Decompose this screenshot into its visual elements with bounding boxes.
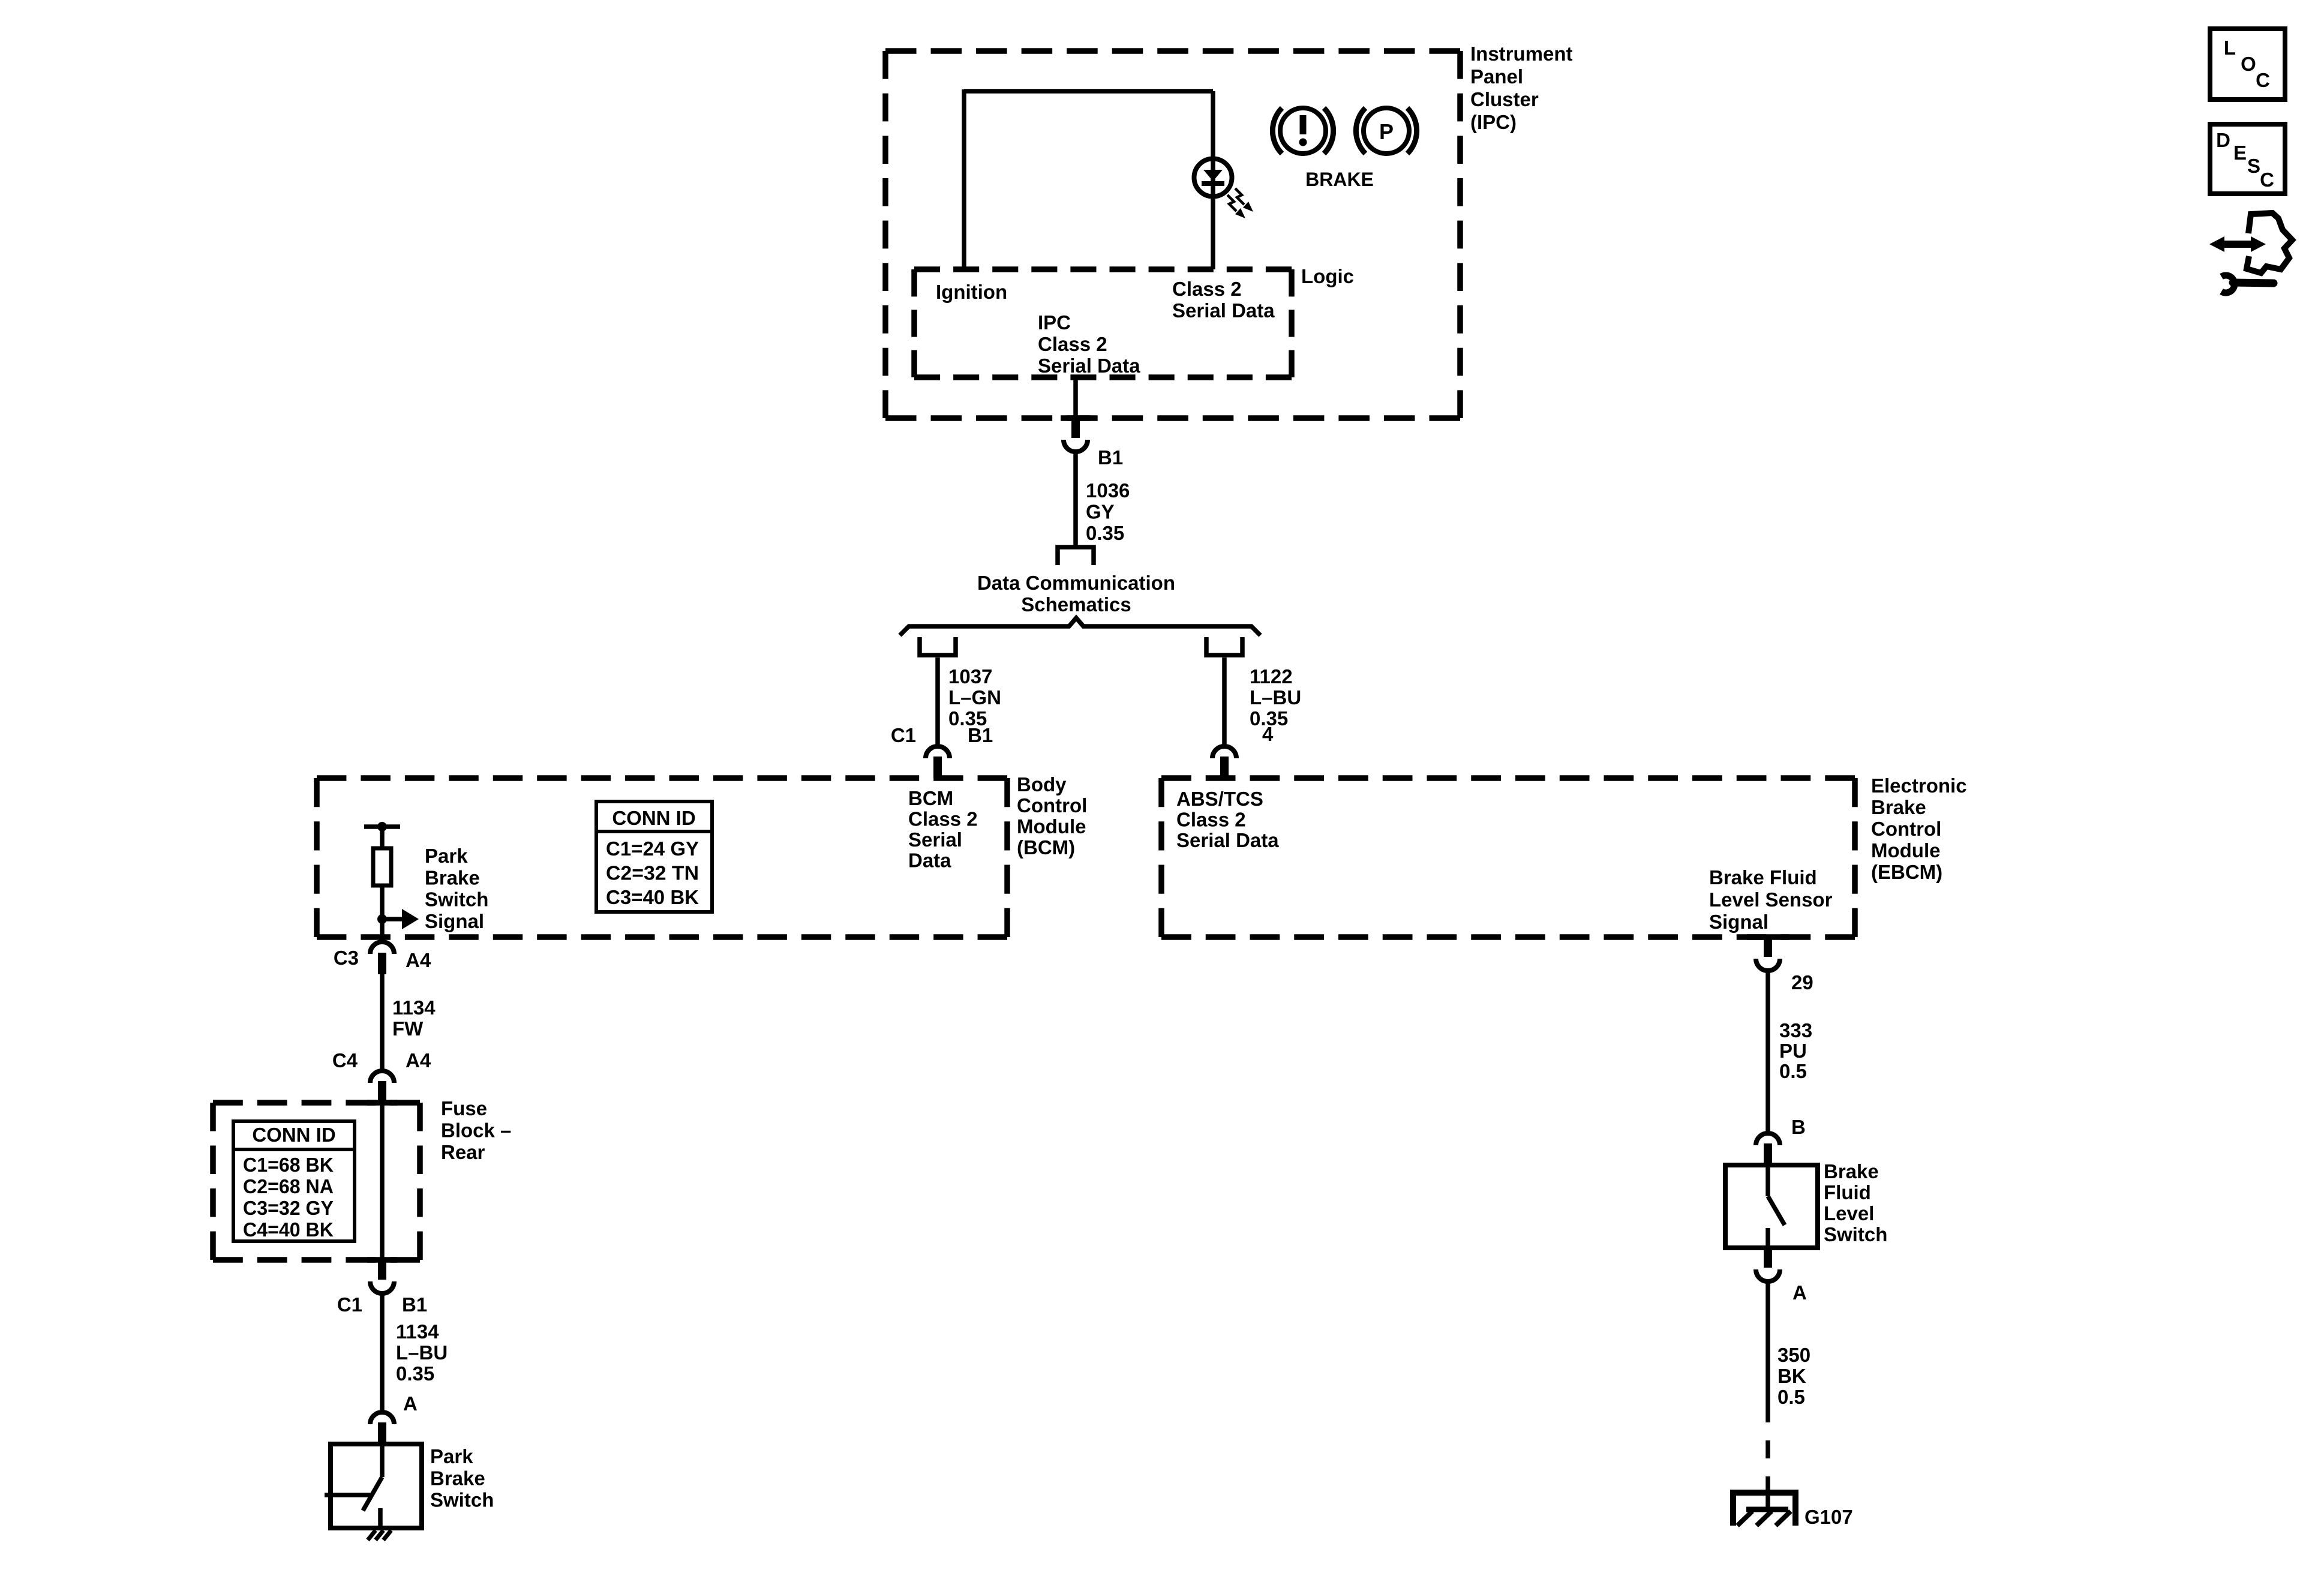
svg-text:C: C xyxy=(2260,169,2274,191)
svg-text:Cluster: Cluster xyxy=(1470,88,1539,110)
svg-text:0.35: 0.35 xyxy=(396,1362,434,1385)
svg-text:Panel: Panel xyxy=(1470,65,1523,88)
svg-text:Body: Body xyxy=(1017,773,1067,795)
svg-text:B1: B1 xyxy=(968,724,993,746)
svg-text:C1=24 GY: C1=24 GY xyxy=(606,837,699,860)
svg-text:L: L xyxy=(2224,37,2236,59)
svg-text:L–GN: L–GN xyxy=(948,686,1001,709)
svg-text:BRAKE: BRAKE xyxy=(1305,169,1374,190)
svg-text:Signal: Signal xyxy=(425,910,484,932)
svg-text:GY: GY xyxy=(1086,501,1115,523)
svg-text:C3=32 GY: C3=32 GY xyxy=(243,1197,334,1219)
svg-text:Data Communication: Data Communication xyxy=(977,572,1175,594)
svg-text:C: C xyxy=(2256,69,2270,91)
svg-text:BK: BK xyxy=(1777,1365,1806,1387)
svg-text:Brake: Brake xyxy=(1871,796,1926,818)
svg-text:Brake Fluid: Brake Fluid xyxy=(1709,866,1817,888)
svg-text:Level: Level xyxy=(1824,1202,1874,1224)
svg-text:1037: 1037 xyxy=(948,665,992,688)
svg-text:Fuse: Fuse xyxy=(441,1097,487,1119)
svg-text:0.5: 0.5 xyxy=(1777,1386,1805,1408)
svg-text:B1: B1 xyxy=(1098,446,1123,469)
svg-text:L–BU: L–BU xyxy=(1250,686,1301,709)
svg-text:Class 2: Class 2 xyxy=(1176,809,1246,831)
svg-text:D: D xyxy=(2216,129,2230,151)
svg-text:0.35: 0.35 xyxy=(1250,707,1288,730)
svg-text:Control: Control xyxy=(1871,818,1941,840)
svg-text:S: S xyxy=(2247,155,2260,177)
svg-text:0.35: 0.35 xyxy=(1086,522,1124,544)
svg-text:A: A xyxy=(403,1392,418,1415)
svg-text:C2=32 TN: C2=32 TN xyxy=(606,862,699,884)
svg-text:Park: Park xyxy=(430,1445,473,1467)
svg-text:BCM: BCM xyxy=(908,787,953,809)
svg-text:C3: C3 xyxy=(334,947,359,969)
svg-text:(EBCM): (EBCM) xyxy=(1871,861,1942,883)
svg-text:A4: A4 xyxy=(406,1049,431,1071)
svg-text:1134: 1134 xyxy=(392,996,436,1019)
svg-text:4: 4 xyxy=(1262,723,1274,745)
svg-text:E: E xyxy=(2233,142,2247,164)
svg-text:G107: G107 xyxy=(1804,1506,1853,1528)
svg-text:Rear: Rear xyxy=(441,1141,485,1163)
svg-text:A: A xyxy=(1792,1281,1807,1304)
svg-text:Signal: Signal xyxy=(1709,911,1768,933)
svg-text:Park: Park xyxy=(425,845,468,867)
svg-text:Serial: Serial xyxy=(908,828,962,851)
svg-text:Module: Module xyxy=(1871,839,1940,861)
svg-text:CONN ID: CONN ID xyxy=(252,1124,335,1146)
svg-text:P: P xyxy=(1379,119,1394,144)
svg-text:C2=68 NA: C2=68 NA xyxy=(243,1175,334,1197)
svg-text:C4: C4 xyxy=(332,1049,358,1071)
svg-text:B: B xyxy=(1791,1116,1806,1138)
svg-text:Electronic: Electronic xyxy=(1871,775,1967,797)
svg-text:29: 29 xyxy=(1791,971,1813,993)
svg-text:C1: C1 xyxy=(337,1293,362,1316)
svg-text:Fluid: Fluid xyxy=(1824,1181,1871,1203)
svg-text:Class 2: Class 2 xyxy=(908,808,978,830)
svg-text:C3=40 BK: C3=40 BK xyxy=(606,886,699,908)
svg-text:Level Sensor: Level Sensor xyxy=(1709,888,1833,911)
svg-text:(BCM): (BCM) xyxy=(1017,836,1075,858)
svg-text:CONN ID: CONN ID xyxy=(612,807,695,829)
svg-text:Switch: Switch xyxy=(1824,1223,1887,1245)
svg-text:O: O xyxy=(2241,53,2256,75)
svg-text:ABS/TCS: ABS/TCS xyxy=(1176,788,1263,810)
svg-text:Instrument: Instrument xyxy=(1470,43,1573,65)
svg-text:Serial Data: Serial Data xyxy=(1172,299,1275,322)
svg-text:(IPC): (IPC) xyxy=(1470,111,1517,133)
svg-text:Brake: Brake xyxy=(425,866,480,888)
svg-text:B1: B1 xyxy=(402,1293,427,1316)
svg-text:0.5: 0.5 xyxy=(1779,1060,1807,1082)
svg-text:A4: A4 xyxy=(406,949,431,971)
svg-text:PU: PU xyxy=(1779,1040,1807,1062)
svg-text:0.35: 0.35 xyxy=(948,707,987,730)
svg-text:Switch: Switch xyxy=(425,888,488,911)
svg-text:Brake: Brake xyxy=(430,1467,485,1489)
svg-text:Block –: Block – xyxy=(441,1119,511,1142)
svg-text:Schematics: Schematics xyxy=(1021,593,1131,616)
svg-text:Class 2: Class 2 xyxy=(1038,333,1107,355)
svg-text:FW: FW xyxy=(392,1017,424,1040)
svg-text:C1: C1 xyxy=(891,724,916,746)
svg-text:C4=40 BK: C4=40 BK xyxy=(243,1218,334,1241)
svg-text:350: 350 xyxy=(1777,1344,1810,1366)
svg-text:Ignition: Ignition xyxy=(936,281,1007,303)
svg-text:IPC: IPC xyxy=(1038,311,1071,334)
svg-text:L–BU: L–BU xyxy=(396,1341,448,1364)
svg-text:1134: 1134 xyxy=(396,1320,439,1343)
svg-text:Logic: Logic xyxy=(1301,265,1354,287)
svg-text:C1=68 BK: C1=68 BK xyxy=(243,1154,334,1176)
svg-text:1122: 1122 xyxy=(1250,665,1293,688)
svg-text:Class 2: Class 2 xyxy=(1172,278,1242,300)
svg-text:Brake: Brake xyxy=(1824,1160,1879,1182)
svg-text:1036: 1036 xyxy=(1086,479,1130,502)
svg-text:333: 333 xyxy=(1779,1019,1812,1041)
svg-text:Data: Data xyxy=(908,849,951,872)
svg-text:Serial Data: Serial Data xyxy=(1038,355,1140,377)
svg-text:Module: Module xyxy=(1017,815,1086,837)
svg-text:Control: Control xyxy=(1017,794,1087,816)
svg-text:Switch: Switch xyxy=(430,1489,494,1511)
svg-text:Serial Data: Serial Data xyxy=(1176,829,1279,851)
